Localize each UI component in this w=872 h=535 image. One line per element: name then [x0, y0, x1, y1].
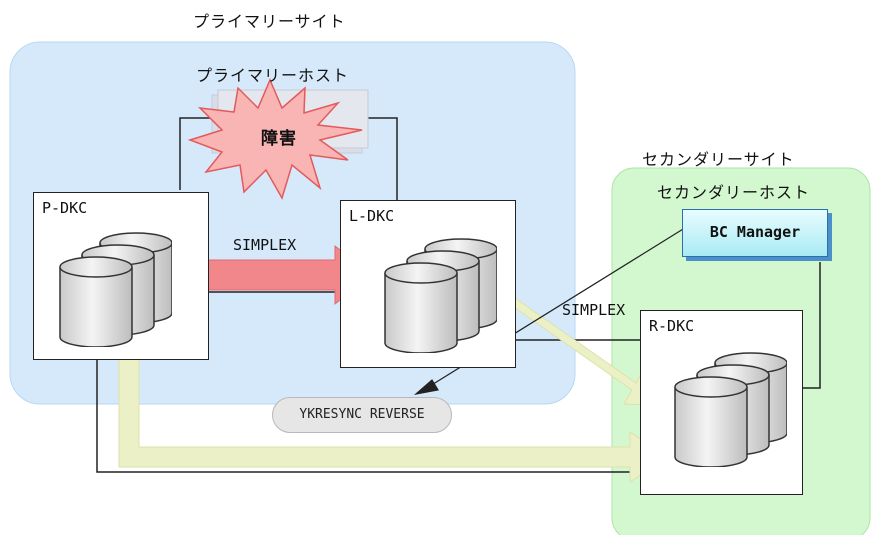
- l-dkc-label: L-DKC: [349, 207, 395, 225]
- l-dkc-box: L-DKC: [340, 200, 516, 368]
- primary-host-title: プライマリーホスト: [196, 66, 350, 85]
- command-label: YKRESYNC REVERSE: [299, 407, 425, 422]
- starburst-icon: [187, 78, 363, 200]
- command-pill: YKRESYNC REVERSE: [272, 397, 452, 433]
- pair-status-p-to-l: SIMPLEX: [233, 236, 297, 254]
- r-dkc-label: R-DKC: [649, 317, 695, 335]
- bc-manager-label: BC Manager: [709, 223, 801, 241]
- cylinder-stack-icon: [59, 232, 172, 347]
- cylinder-stack-icon: [674, 352, 787, 467]
- secondary-site-title: セカンダリーサイト: [642, 150, 795, 169]
- r-dkc-box: R-DKC: [640, 310, 803, 495]
- failure-label: 障害: [261, 129, 297, 149]
- secondary-host-title: セカンダリーホスト: [657, 183, 811, 202]
- primary-site-title: プライマリーサイト: [193, 12, 346, 31]
- pair-status-l-to-r: SIMPLEX: [562, 301, 626, 319]
- cylinder-stack-icon: [384, 238, 497, 353]
- bc-manager-box: BC Manager: [682, 209, 828, 257]
- p-dkc-box: P-DKC: [33, 192, 209, 360]
- p-dkc-label: P-DKC: [42, 199, 88, 217]
